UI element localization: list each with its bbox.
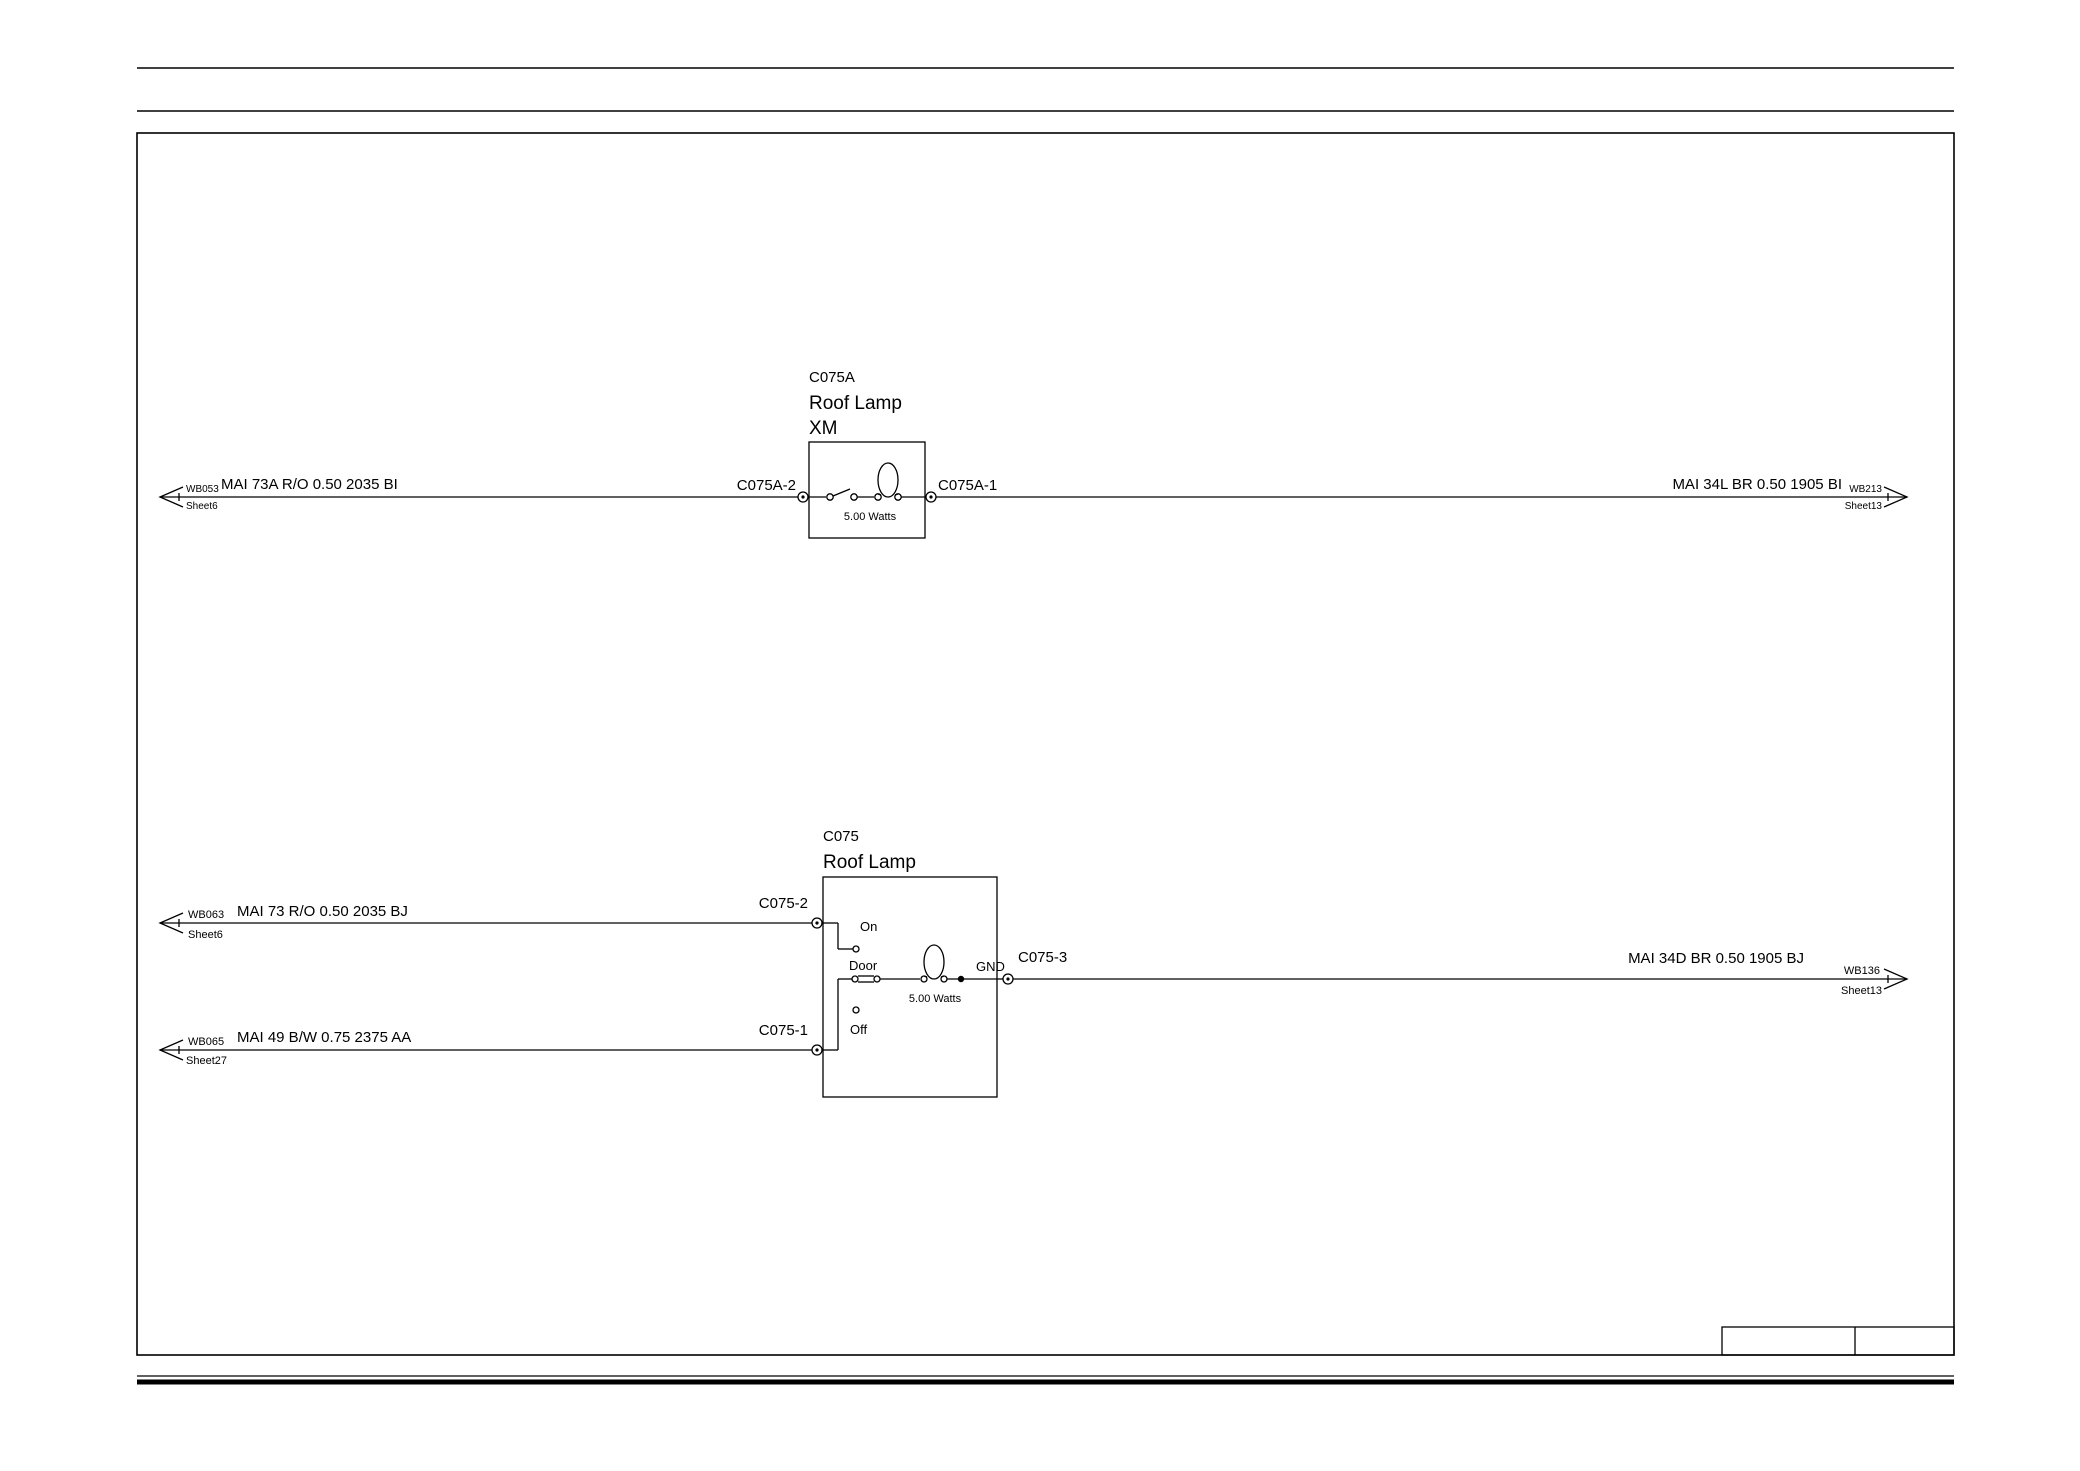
wire-w5-label: MAI 34D BR 0.50 1905 BJ — [1628, 950, 1804, 967]
wire-w4-label: MAI 49 B/W 0.75 2375 AA — [237, 1029, 411, 1046]
connector-pin-icon — [797, 491, 809, 503]
c075-ref: C075 — [823, 828, 859, 845]
offpage-connector-w5: WB136 Sheet13 — [1841, 965, 1909, 997]
c075-name: Roof Lamp — [823, 852, 916, 873]
c075a-wattage: 5.00 Watts — [844, 511, 897, 523]
offpage-connector-w1: WB053 Sheet6 — [158, 484, 219, 512]
connector-pin-icon — [925, 491, 937, 503]
c075a-ref: C075A — [809, 369, 855, 386]
lamp-icon — [923, 944, 945, 980]
c075-ground-label: GND — [976, 959, 1005, 974]
wire-w1: MAI 73A R/O 0.50 2035 BI — [160, 476, 798, 498]
c075-component: C075 Roof Lamp C075-2 C075-1 On Door Off — [759, 828, 1067, 1098]
connector-pin-icon — [1002, 973, 1014, 985]
offpage-ref-w3: WB063 — [188, 909, 224, 921]
title-block — [1721, 1326, 1955, 1356]
wire-w3-label: MAI 73 R/O 0.50 2035 BJ — [237, 903, 408, 920]
lamp-icon — [877, 462, 899, 498]
c075a-pin-left: C075A-2 — [737, 477, 796, 494]
c075a-variant: XM — [809, 418, 838, 439]
offpage-connector-w3: WB063 Sheet6 — [158, 909, 224, 941]
wire-w5: MAI 34D BR 0.50 1905 BJ — [1013, 950, 1907, 980]
wire-w1-label: MAI 73A R/O 0.50 2035 BI — [221, 476, 398, 493]
c075-pin-top: C075-2 — [759, 895, 808, 912]
switch-off-label: Off — [850, 1022, 867, 1037]
offpage-sheet-w4: Sheet27 — [186, 1055, 227, 1067]
offpage-connector-w2: WB213 Sheet13 — [1845, 484, 1909, 512]
c075-pin-right: C075-3 — [1018, 949, 1067, 966]
connector-pin-icon — [811, 1044, 823, 1056]
sheet-frame — [136, 67, 1955, 1385]
wire-w2-label: MAI 34L BR 0.50 1905 BI — [1672, 476, 1842, 493]
wire-w2: MAI 34L BR 0.50 1905 BI — [936, 476, 1907, 498]
c075-wattage: 5.00 Watts — [909, 993, 962, 1005]
switch-door-label: Door — [849, 958, 878, 973]
wire-w4: MAI 49 B/W 0.75 2375 AA — [160, 1029, 812, 1051]
offpage-connector-w4: WB065 Sheet27 — [158, 1036, 227, 1067]
c075a-pin-right: C075A-1 — [938, 477, 997, 494]
offpage-ref-w2: WB213 — [1849, 484, 1882, 495]
offpage-ref-w4: WB065 — [188, 1036, 224, 1048]
c075a-name: Roof Lamp — [809, 393, 902, 414]
c075a-component: C075A Roof Lamp XM 5.00 Watts C075A-2 C0… — [737, 369, 997, 539]
offpage-ref-w1: WB053 — [186, 484, 219, 495]
c075-pin-bottom: C075-1 — [759, 1022, 808, 1039]
offpage-sheet-w1: Sheet6 — [186, 501, 218, 512]
connector-pin-icon — [811, 917, 823, 929]
offpage-sheet-w5: Sheet13 — [1841, 985, 1882, 997]
wire-w3: MAI 73 R/O 0.50 2035 BJ — [160, 903, 812, 924]
offpage-sheet-w2: Sheet13 — [1845, 501, 1883, 512]
offpage-sheet-w3: Sheet6 — [188, 929, 223, 941]
offpage-ref-w5: WB136 — [1844, 965, 1880, 977]
switch-on-label: On — [860, 919, 877, 934]
ground-junction-icon — [957, 975, 965, 983]
